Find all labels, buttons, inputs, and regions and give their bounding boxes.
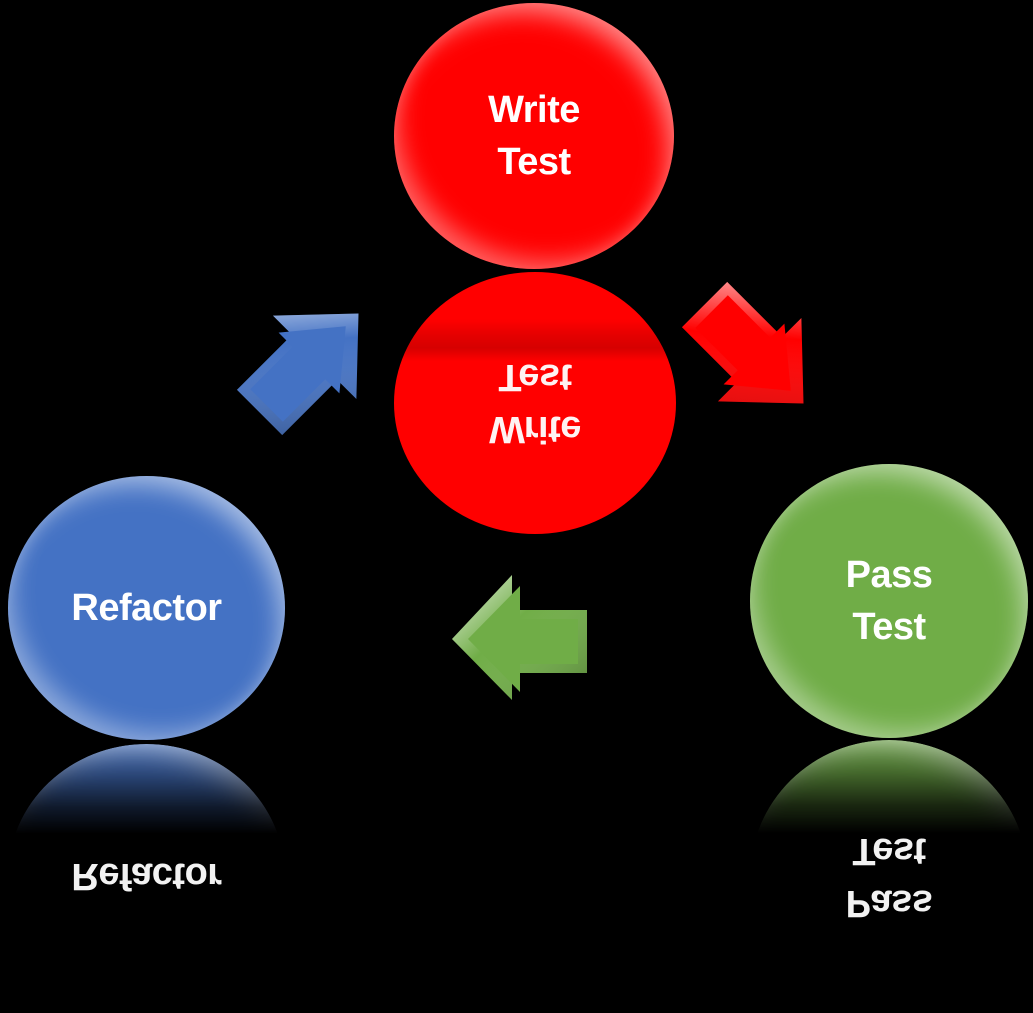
node-pass-test: Pass Test [750,464,1028,738]
node-refactor: Refactor [8,476,285,740]
refactor-reflection-line1: Refactor [71,855,222,897]
write-test-reflection-line2: Test [498,356,572,398]
refactor-label: Refactor [8,476,285,740]
pass-test-reflection-line2: Test [852,830,926,872]
write-test-reflection: Write Test [394,272,676,534]
pass-test-reflection-circle [750,740,1028,1013]
write-test-label-line1: Write [488,89,580,131]
pass-test-label-line1: Pass [845,554,933,596]
pass-test-reflection-line1: Pass [845,882,933,924]
write-test-label-line2: Test [497,141,571,183]
arrow-refactor-to-write-test-icon [218,272,400,454]
write-test-reflection-label: Write Test [394,272,676,534]
refactor-reflection-label: Refactor [8,744,285,1008]
write-test-reflection-line1: Write [489,408,581,450]
pass-test-reflection: Pass Test [750,740,1028,1013]
arrow-pass-test-to-refactor-icon [452,575,587,700]
pass-test-label-line2: Test [852,606,926,648]
pass-test-label: Pass Test [750,464,1028,738]
write-test-reflection-circle [394,272,676,534]
refactor-circle [8,476,285,740]
refactor-label-line1: Refactor [71,587,222,629]
node-write-test: Write Test [394,3,674,269]
write-test-label: Write Test [394,3,674,269]
pass-test-reflection-label: Pass Test [750,740,1028,1013]
pass-test-circle [750,464,1028,738]
arrow-write-test-to-pass-test-icon [663,263,845,445]
write-test-circle [394,3,674,269]
refactor-reflection: Refactor [8,744,285,1008]
refactor-reflection-circle [8,744,285,1008]
